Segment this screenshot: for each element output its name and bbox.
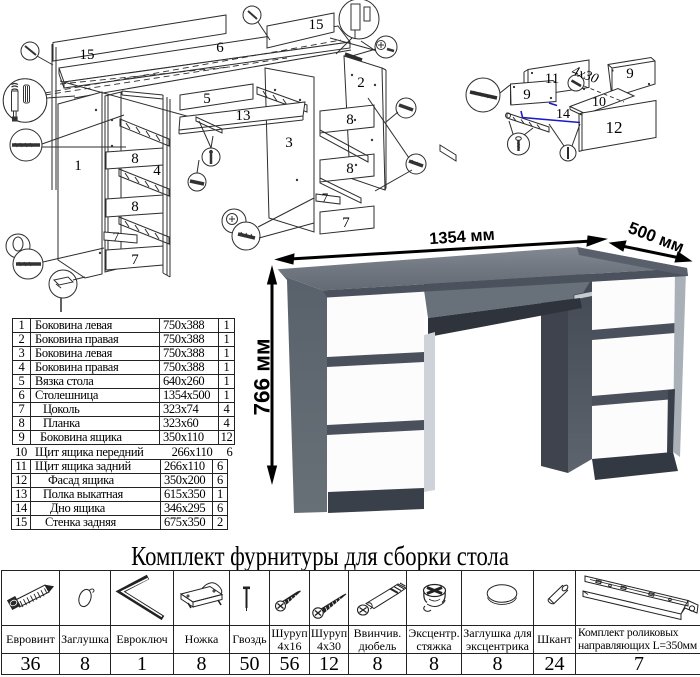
svg-text:9: 9 — [523, 87, 531, 103]
svg-text:11: 11 — [545, 71, 559, 87]
svg-text:1354 мм: 1354 мм — [429, 226, 496, 249]
svg-text:4: 4 — [153, 163, 161, 179]
svg-text:12: 12 — [606, 118, 623, 137]
svg-text:15: 15 — [80, 47, 95, 63]
svg-text:13: 13 — [236, 108, 251, 124]
svg-text:8: 8 — [346, 112, 354, 128]
svg-text:3: 3 — [285, 135, 293, 151]
svg-text:6: 6 — [216, 40, 224, 56]
svg-text:15: 15 — [309, 17, 324, 33]
svg-text:10: 10 — [592, 95, 606, 110]
svg-text:7: 7 — [342, 215, 350, 231]
svg-text:7: 7 — [131, 252, 139, 268]
svg-text:9: 9 — [626, 66, 634, 82]
svg-text:500 мм: 500 мм — [626, 218, 687, 257]
svg-text:766 мм: 766 мм — [250, 338, 275, 415]
svg-text:7: 7 — [322, 190, 329, 205]
svg-text:7: 7 — [113, 229, 120, 244]
svg-text:1: 1 — [74, 158, 82, 174]
svg-text:5: 5 — [203, 91, 211, 107]
svg-text:8: 8 — [131, 199, 139, 215]
svg-text:8: 8 — [346, 161, 354, 177]
svg-text:2: 2 — [357, 75, 365, 91]
svg-text:8: 8 — [131, 151, 139, 167]
svg-text:14: 14 — [556, 107, 570, 122]
